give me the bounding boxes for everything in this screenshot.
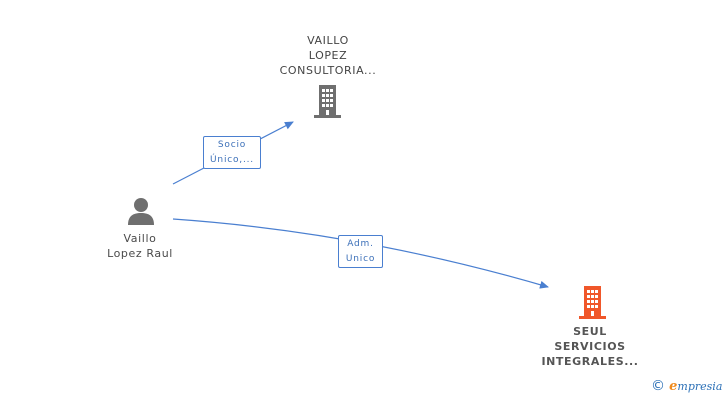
brand-name: mpresia (677, 380, 723, 393)
company1-name-line: VAILLO (307, 34, 349, 47)
person-name-line: Lopez Raul (107, 247, 173, 260)
edge-label-adm-unico[interactable]: Adm. Unico (338, 235, 383, 268)
edge-label-line: Único,... (210, 155, 254, 165)
building-icon[interactable] (311, 84, 344, 119)
company2-name-line: SEUL (573, 325, 607, 338)
edge-label-socio-unico[interactable]: Socio Único,... (203, 136, 261, 169)
copyright-icon: © (651, 378, 665, 394)
brand-e: e (669, 379, 678, 394)
person-name[interactable]: Vaillo Lopez Raul (90, 231, 190, 261)
company2-name[interactable]: SEUL SERVICIOS INTEGRALES... (530, 324, 650, 369)
edge-label-line: Adm. (347, 239, 374, 249)
person-icon[interactable] (126, 197, 156, 226)
company1-name[interactable]: VAILLO LOPEZ CONSULTORIA... (268, 33, 388, 78)
company2-name-line: INTEGRALES... (541, 355, 639, 368)
edge-label-line: Socio (217, 140, 247, 150)
edge-label-line: Unico (345, 254, 376, 264)
empresia-logo: © empresia (651, 378, 722, 394)
building-icon[interactable] (576, 285, 609, 320)
company1-name-line: LOPEZ (308, 49, 348, 62)
company1-name-line: CONSULTORIA... (279, 64, 377, 77)
company2-name-line: SERVICIOS (554, 340, 626, 353)
person-name-line: Vaillo (123, 232, 157, 245)
